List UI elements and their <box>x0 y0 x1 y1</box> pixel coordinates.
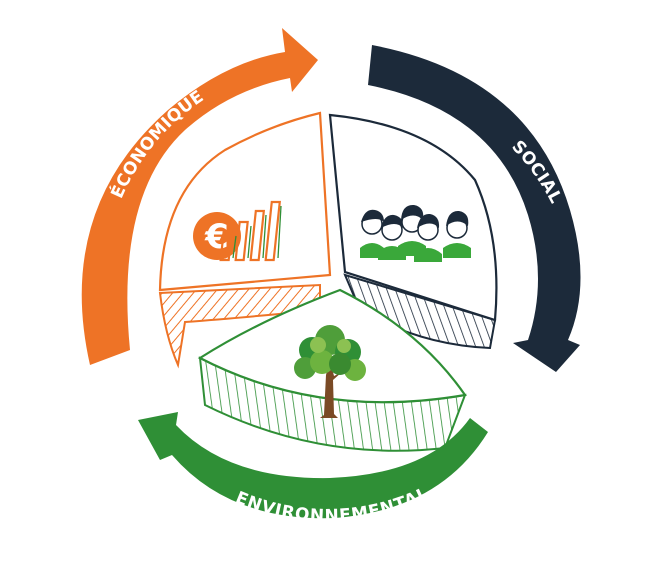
euro-chart-icon: € <box>193 200 282 262</box>
social-slice <box>328 113 498 350</box>
environmental-slice <box>197 288 467 452</box>
people-group-icon <box>360 204 471 262</box>
economic-slice: € <box>158 111 332 369</box>
social-arrow-band <box>368 45 581 372</box>
tree-icon <box>294 325 366 418</box>
economic-slice-top <box>158 111 332 292</box>
economic-arrow-band <box>81 28 318 365</box>
environmental-arrow-band <box>138 412 488 519</box>
svg-text:€: € <box>204 217 229 257</box>
